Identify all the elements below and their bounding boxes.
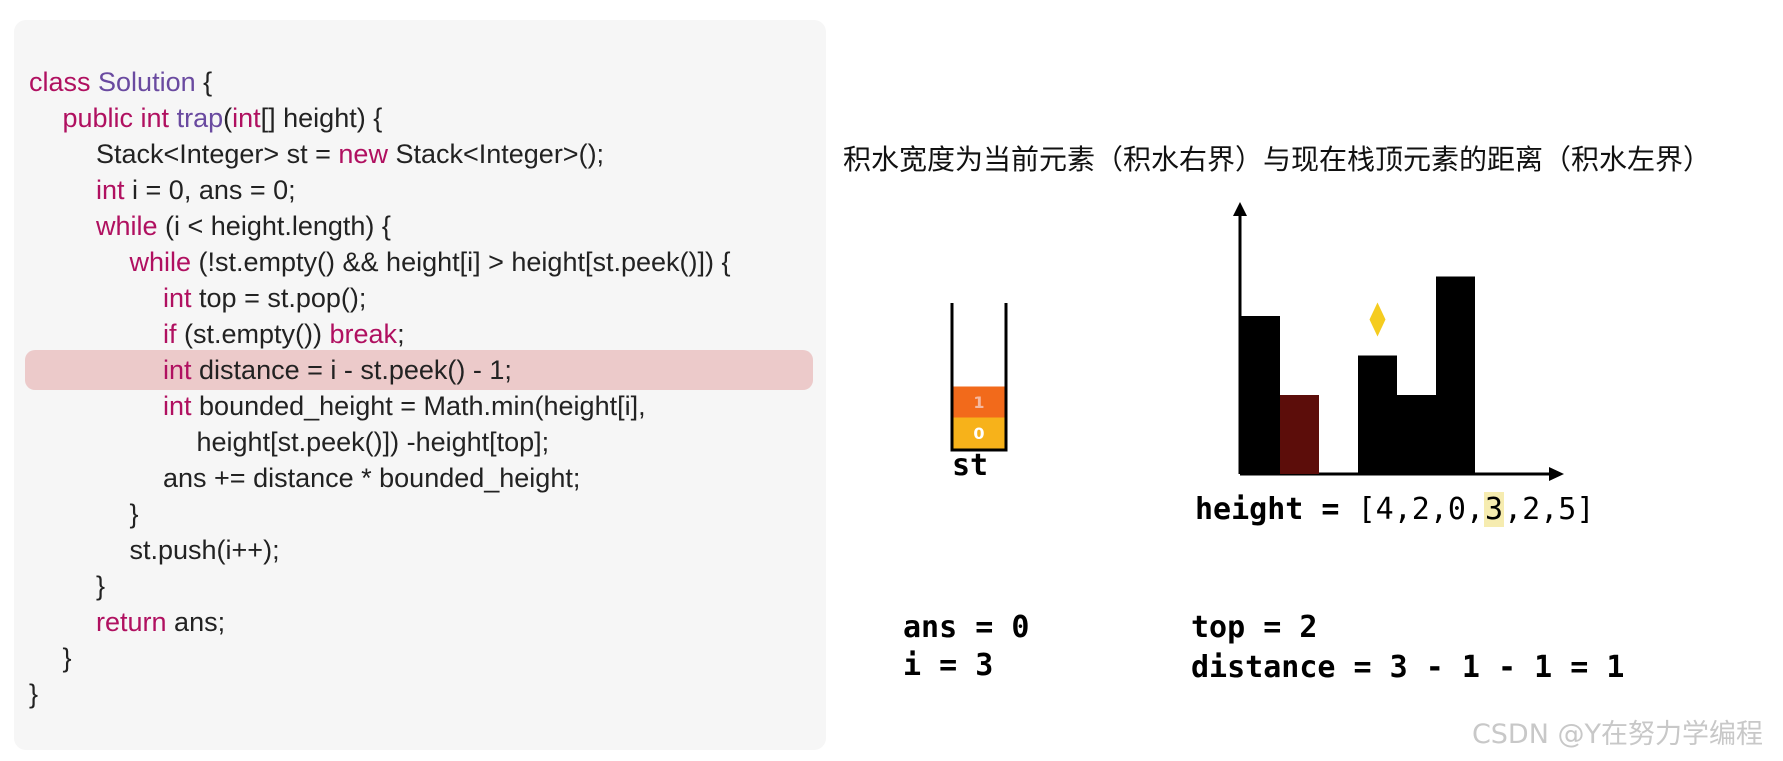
stack-cell-value: 1 <box>973 393 984 412</box>
x-axis-arrow <box>1549 467 1564 481</box>
code-token: int <box>140 103 177 133</box>
code-line: while (i < height.length) { <box>96 208 391 244</box>
code-line: return ans; <box>96 604 225 640</box>
code-token: trap <box>176 103 224 133</box>
array-item: 5 <box>1558 492 1577 527</box>
array-separator: , <box>1465 492 1484 527</box>
stack-visual: 01 <box>950 303 1008 452</box>
y-axis-arrow <box>1233 202 1247 216</box>
code-token: Stack<Integer> st = <box>96 139 339 169</box>
code-token: [] height) { <box>260 103 383 133</box>
code-token: } <box>129 499 139 529</box>
var-top: top = 2 <box>1191 610 1318 645</box>
highlighted-line-bar <box>25 350 813 390</box>
code-token: height[st.peek()]) -height[top]; <box>196 427 550 457</box>
code-line: int top = st.pop(); <box>163 280 366 316</box>
code-line: ans += distance * bounded_height; <box>163 460 580 496</box>
array-item: 2 <box>1522 492 1541 527</box>
height-bar <box>1397 395 1436 474</box>
code-token: } <box>29 679 39 709</box>
stack-cell <box>953 417 1005 449</box>
code-line: } <box>63 640 72 676</box>
height-bar <box>1280 395 1319 474</box>
code-token: class <box>29 67 99 97</box>
stack-cell <box>953 386 1005 418</box>
code-line: while (!st.empty() && height[i] > height… <box>130 244 731 280</box>
code-line: int bounded_height = Math.min(height[i], <box>163 388 646 424</box>
code-line: public int trap(int[] height) { <box>63 100 383 136</box>
code-line: int i = 0, ans = 0; <box>96 172 296 208</box>
code-token: if <box>163 319 185 349</box>
array-bracket: [ <box>1357 492 1376 527</box>
code-token: Stack<Integer>(); <box>395 139 605 169</box>
height-bar <box>1358 355 1397 474</box>
code-token: int <box>96 175 133 205</box>
array-item: 4 <box>1375 492 1394 527</box>
stack-label: st <box>952 448 989 483</box>
code-line: class Solution { <box>29 64 212 100</box>
code-token: while <box>129 247 199 277</box>
code-token: Solution <box>98 67 196 97</box>
code-token: ans; <box>174 607 226 637</box>
code-token: ( <box>223 103 233 133</box>
code-line: if (st.empty()) break; <box>163 316 405 352</box>
var-ans: ans = 0 <box>903 610 1030 645</box>
code-line: st.push(i++); <box>130 532 280 568</box>
stack-cell-value: 0 <box>973 424 984 443</box>
diagram-caption: 积水宽度为当前元素（积水右界）与现在栈顶元素的距离（积水左界） <box>843 143 1712 176</box>
code-token: int <box>163 283 200 313</box>
code-line: height[st.peek()]) -height[top]; <box>197 424 550 460</box>
code-token: } <box>96 571 106 601</box>
code-token: } <box>62 643 72 673</box>
code-token: public <box>62 103 141 133</box>
code-token: int <box>163 391 200 421</box>
code-line: } <box>130 496 139 532</box>
array-item: 0 <box>1447 492 1466 527</box>
code-token: bounded_height = Math.min(height[i], <box>199 391 646 421</box>
code-token: (st.empty()) <box>184 319 330 349</box>
code-token: ; <box>397 319 405 349</box>
code-token: int <box>163 355 200 385</box>
height-bar-chart <box>1233 202 1564 481</box>
code-token: ans += distance * bounded_height; <box>163 463 581 493</box>
height-bar <box>1241 316 1280 474</box>
array-separator: , <box>1393 492 1412 527</box>
code-line: } <box>29 676 38 712</box>
code-token: i = 0, ans = 0; <box>132 175 296 205</box>
code-token: break <box>329 319 398 349</box>
array-item: 2 <box>1411 492 1430 527</box>
array-prefix: height = <box>1195 492 1358 527</box>
code-token: distance = i - st.peek() - 1; <box>199 355 512 385</box>
var-i: i = 3 <box>903 648 994 683</box>
code-token: while <box>96 211 166 241</box>
current-index-marker <box>1369 302 1386 337</box>
code-token: (!st.empty() && height[i] > height[st.pe… <box>198 247 731 277</box>
array-separator: , <box>1504 492 1523 527</box>
code-line: Stack<Integer> st = new Stack<Integer>()… <box>96 136 604 172</box>
code-token: st.push(i++); <box>129 535 280 565</box>
height-array: height = [4,2,0,3,2,5] <box>1195 492 1594 527</box>
code-token: int <box>232 103 261 133</box>
code-token: (i < height.length) { <box>165 211 391 241</box>
stack-container <box>950 303 1008 452</box>
code-line: } <box>96 568 105 604</box>
var-distance: distance = 3 - 1 - 1 = 1 <box>1191 650 1625 685</box>
code-token: top = st.pop(); <box>199 283 367 313</box>
array-separator: , <box>1429 492 1448 527</box>
array-bracket: ] <box>1576 492 1595 527</box>
code-token: return <box>96 607 175 637</box>
code-line-highlighted: int distance = i - st.peek() - 1; <box>163 352 512 388</box>
code-token: { <box>195 67 213 97</box>
array-item-current: 3 <box>1484 492 1505 527</box>
watermark: CSDN @Y在努力学编程 <box>1471 719 1763 750</box>
code-token: new <box>338 139 396 169</box>
array-separator: , <box>1540 492 1559 527</box>
height-bar <box>1436 276 1475 474</box>
